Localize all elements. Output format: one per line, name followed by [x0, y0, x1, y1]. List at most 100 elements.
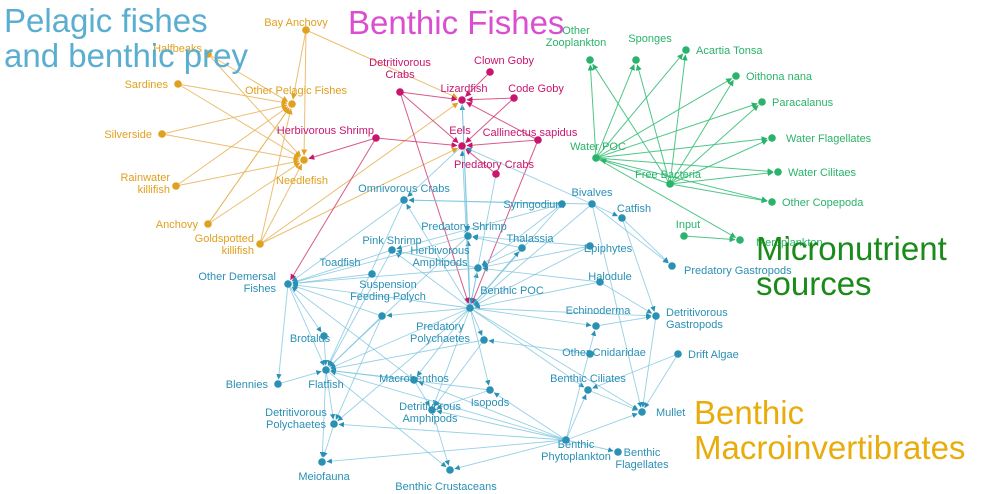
node-syringodium[interactable]: Syringodium — [503, 199, 566, 211]
node-bay-anchovy[interactable]: Bay Anchovy — [264, 17, 328, 34]
edge-benthic_poc-to-suspension_feeding — [386, 307, 471, 318]
node-macrobenthos[interactable]: Macrobenthos — [379, 373, 449, 385]
edge-benthic_poc-to-other_demersal — [292, 282, 471, 309]
node-input[interactable]: Input — [676, 219, 700, 240]
node-predatory-gastropods[interactable]: Predatory Gastropods — [668, 262, 792, 277]
node-predatory-shrimp[interactable]: Predatory Shrimp — [421, 221, 507, 240]
edge-echinoderma-to-detritivorous_gastropods — [595, 314, 652, 327]
edge-benthic_phytoplankton-to-isopods — [493, 392, 567, 441]
node-marker — [586, 242, 594, 250]
edge-herbivorous_shrimp-to-needlefish — [308, 137, 377, 160]
node-label: Lizardfish — [440, 83, 487, 95]
node-label: Clown Goby — [474, 55, 534, 67]
node-other-pelagic[interactable]: Other Pelagic Fishes — [245, 85, 348, 108]
edge-detritivorous_crabs-to-lizardfish — [399, 91, 458, 102]
node-sardines[interactable]: Sardines — [125, 79, 182, 91]
node-halfbeaks[interactable]: Halfbeaks — [153, 43, 212, 58]
node-anchovy[interactable]: Anchovy — [156, 219, 212, 231]
edge-epiphytes-to-benthic_poc — [474, 245, 591, 307]
node-oithona[interactable]: Oithona nana — [732, 71, 813, 83]
node-eels[interactable]: Eels — [449, 125, 471, 150]
edge-bay_anchovy-to-other_pelagic — [291, 29, 307, 100]
node-benthic-crustaceans[interactable]: Benthic Crustaceans — [395, 466, 497, 493]
node-other-cnidaridae[interactable]: Other Cnidaridae — [562, 347, 646, 359]
node-marker — [592, 322, 600, 330]
node-pink-shrimp[interactable]: Pink Shrimp — [362, 235, 422, 254]
node-label: Epiphytes — [584, 243, 633, 255]
node-predatory-crabs[interactable]: Predatory Crabs — [454, 159, 535, 178]
node-meroplankton[interactable]: Meroplankton — [736, 236, 823, 249]
edge-bivalves-to-mullet — [591, 203, 643, 408]
node-sponges[interactable]: Sponges — [628, 33, 672, 64]
node-meiofauna[interactable]: Meiofauna — [298, 458, 351, 483]
node-label: Herbivorous Shrimp — [277, 125, 374, 137]
node-marker — [446, 466, 454, 474]
node-callinectus[interactable]: Callinectus sapidus — [483, 127, 578, 144]
node-acartia[interactable]: Acartia Tonsa — [682, 45, 763, 57]
edge-free_bacteria-to-other_zooplankton — [592, 63, 671, 185]
node-omnivorous-crabs[interactable]: Omnivorous Crabs — [358, 183, 450, 204]
edge-thalassia-to-predatory_shrimp — [472, 235, 523, 249]
node-flatfish[interactable]: Flatfish — [308, 366, 344, 391]
node-benthic-ciliates[interactable]: Benthic Ciliates — [550, 373, 626, 394]
edge-benthic_phytoplankton-to-benthic_crustaceans — [454, 439, 567, 471]
node-silverside[interactable]: Silverside — [104, 129, 166, 141]
node-free-bacteria[interactable]: Free Bacteria — [635, 169, 702, 188]
node-mullet[interactable]: Mullet — [638, 407, 685, 419]
node-bivalves[interactable]: Bivalves — [572, 187, 613, 208]
node-drift-algae[interactable]: Drift Algae — [674, 349, 739, 361]
node-water-flagellates[interactable]: Water Flagellates — [768, 133, 872, 145]
node-water-poc[interactable]: Water POC — [570, 141, 626, 162]
node-needlefish[interactable]: Needlefish — [276, 156, 328, 187]
node-code-goby[interactable]: Code Goby — [508, 83, 564, 102]
node-benthic-poc[interactable]: Benthic POC — [466, 285, 544, 312]
edge-halfbeaks-to-other_pelagic — [207, 53, 289, 102]
edge-free_bacteria-to-other_copepoda — [669, 183, 768, 204]
node-epiphytes[interactable]: Epiphytes — [584, 242, 633, 255]
node-herbivorous-shrimp[interactable]: Herbivorous Shrimp — [277, 125, 380, 142]
node-marker — [256, 240, 264, 248]
node-marker — [586, 56, 594, 64]
node-paracalanus[interactable]: Paracalanus — [758, 97, 834, 109]
edge-silverside-to-other_pelagic — [161, 103, 288, 135]
edge-syringodium-to-omnivorous_crabs — [408, 197, 563, 205]
node-toadfish[interactable]: Toadfish — [320, 257, 376, 278]
node-marker — [486, 68, 494, 76]
node-clown-goby[interactable]: Clown Goby — [474, 55, 534, 76]
node-thalassia[interactable]: Thalassia — [506, 233, 554, 252]
edges-layer — [161, 29, 774, 471]
node-blennies[interactable]: Blennies — [226, 379, 282, 391]
node-lizardfish[interactable]: Lizardfish — [440, 83, 488, 104]
node-label: Omnivorous Crabs — [358, 183, 450, 195]
node-label: Pink Shrimp — [362, 235, 421, 247]
node-catfish[interactable]: Catfish — [617, 203, 651, 222]
node-echinoderma[interactable]: Echinoderma — [566, 305, 632, 330]
edge-benthic_poc-to-macrobenthos — [416, 307, 471, 377]
node-water-ciliates[interactable]: Water Cilitaes — [774, 167, 857, 179]
node-halodule[interactable]: Halodule — [588, 271, 632, 286]
node-marker — [586, 350, 594, 358]
node-label: Echinoderma — [566, 305, 632, 317]
node-isopods[interactable]: Isopods — [471, 386, 510, 409]
node-label: Blennies — [226, 379, 269, 391]
node-label: Predatory Crabs — [454, 159, 535, 171]
node-brotalus[interactable]: Brotalus — [290, 332, 331, 345]
node-label: Macrobenthos — [379, 373, 449, 385]
node-other-copepoda[interactable]: Other Copepoda — [768, 197, 864, 209]
edge-catfish-to-detritivorous_gastropods — [621, 217, 656, 312]
